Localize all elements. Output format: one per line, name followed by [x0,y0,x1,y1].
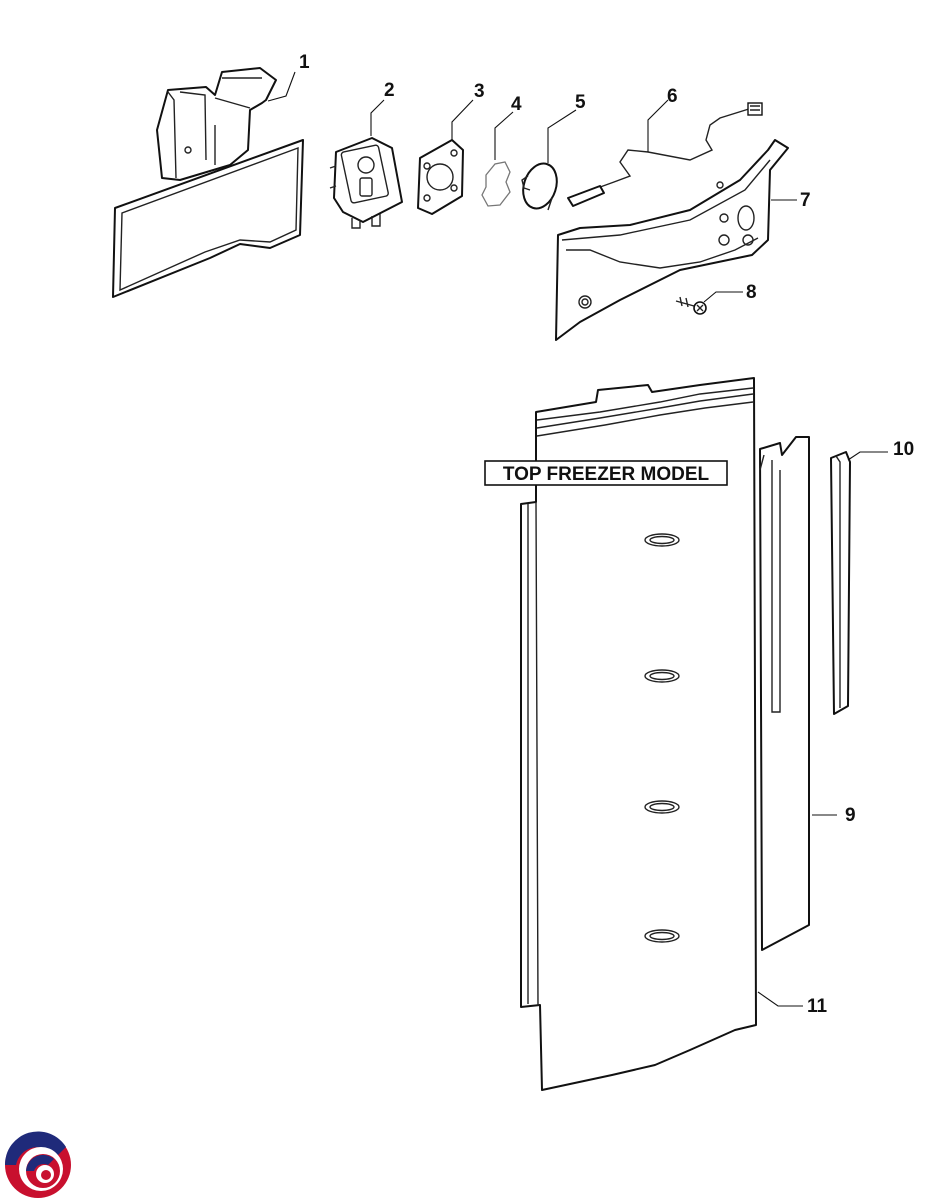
callout-3: 3 [474,81,485,102]
model-label-text: TOP FREEZER MODEL [503,464,710,485]
callout-4: 4 [511,94,522,115]
part-5-damper-disc[interactable] [518,159,563,213]
part-7-control-cover[interactable] [555,139,789,341]
callout-11: 11 [807,996,828,1017]
callout-1: 1 [299,52,310,73]
part-3-gasket-plate[interactable] [417,139,464,215]
part-9-liner-panel[interactable] [759,436,810,951]
part-6-temperature-sensor[interactable] [567,102,763,207]
part-11-door-panel[interactable] [520,377,757,1091]
part-1-air-duct[interactable] [112,67,304,298]
callout-numbers: 1 2 3 4 5 6 7 8 9 10 11 [299,52,914,1017]
leader-lines [267,71,888,1007]
callout-9: 9 [845,805,856,826]
callout-7: 7 [800,190,811,211]
model-label: TOP FREEZER MODEL [484,460,728,486]
part-10-channel-strip[interactable] [830,451,851,715]
callout-6: 6 [667,86,678,107]
part-8-screw[interactable] [675,296,707,315]
brand-logo [4,1131,71,1198]
part-2-damper-control[interactable] [329,137,403,229]
part-4-foam-seal[interactable] [481,161,511,207]
callout-2: 2 [384,80,395,101]
callout-8: 8 [746,282,757,303]
callout-10: 10 [893,439,914,460]
callout-5: 5 [575,92,586,113]
